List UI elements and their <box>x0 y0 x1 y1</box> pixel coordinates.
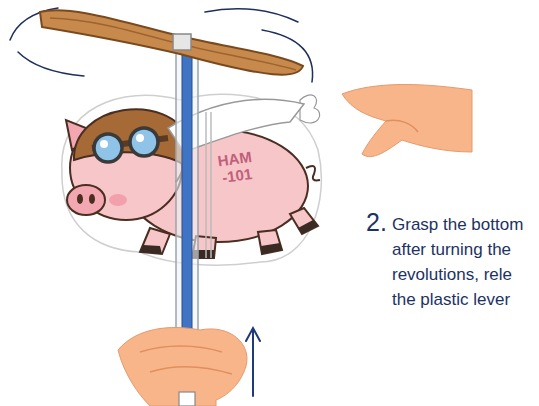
instruction-line: the plastic lever <box>392 290 510 310</box>
right-hand <box>342 85 472 157</box>
instruction-line: revolutions, rele <box>392 265 512 285</box>
propeller-hub <box>173 34 191 50</box>
pig-snout <box>67 185 105 215</box>
aviator-helmet <box>74 109 190 166</box>
instruction-line: Grasp the bottom <box>392 215 523 235</box>
pig-hooves <box>140 220 318 258</box>
propeller <box>40 10 303 75</box>
up-arrow <box>246 328 260 396</box>
motion-line <box>18 52 84 76</box>
hand <box>118 327 247 406</box>
motion-line <box>205 9 298 22</box>
rubber-band <box>205 112 207 258</box>
propeller-blade <box>40 10 303 75</box>
lens-glint <box>136 134 144 142</box>
nostril <box>89 194 95 204</box>
finger-crease <box>140 346 222 352</box>
pig-cheek <box>109 194 127 206</box>
finger-crease <box>150 367 232 374</box>
hand <box>342 85 472 157</box>
instruction-line: after turning the <box>392 240 511 260</box>
blue-rod <box>182 50 192 350</box>
scarf-tip <box>300 95 320 123</box>
plastic-lever <box>179 392 195 406</box>
goggle-lens <box>130 128 158 156</box>
lens-glint <box>100 140 108 148</box>
pig-tail <box>306 166 320 180</box>
goggle-lens <box>94 134 122 162</box>
blade-ridge <box>50 18 296 70</box>
sticker-text: HAM -101 <box>210 147 262 188</box>
rubber-band <box>210 112 212 258</box>
motion-lines <box>10 8 313 82</box>
nostril <box>77 194 83 204</box>
left-hand <box>118 327 247 406</box>
finger-crease <box>386 120 418 132</box>
pig-legs <box>140 208 318 258</box>
step-number: 2. <box>366 208 387 237</box>
